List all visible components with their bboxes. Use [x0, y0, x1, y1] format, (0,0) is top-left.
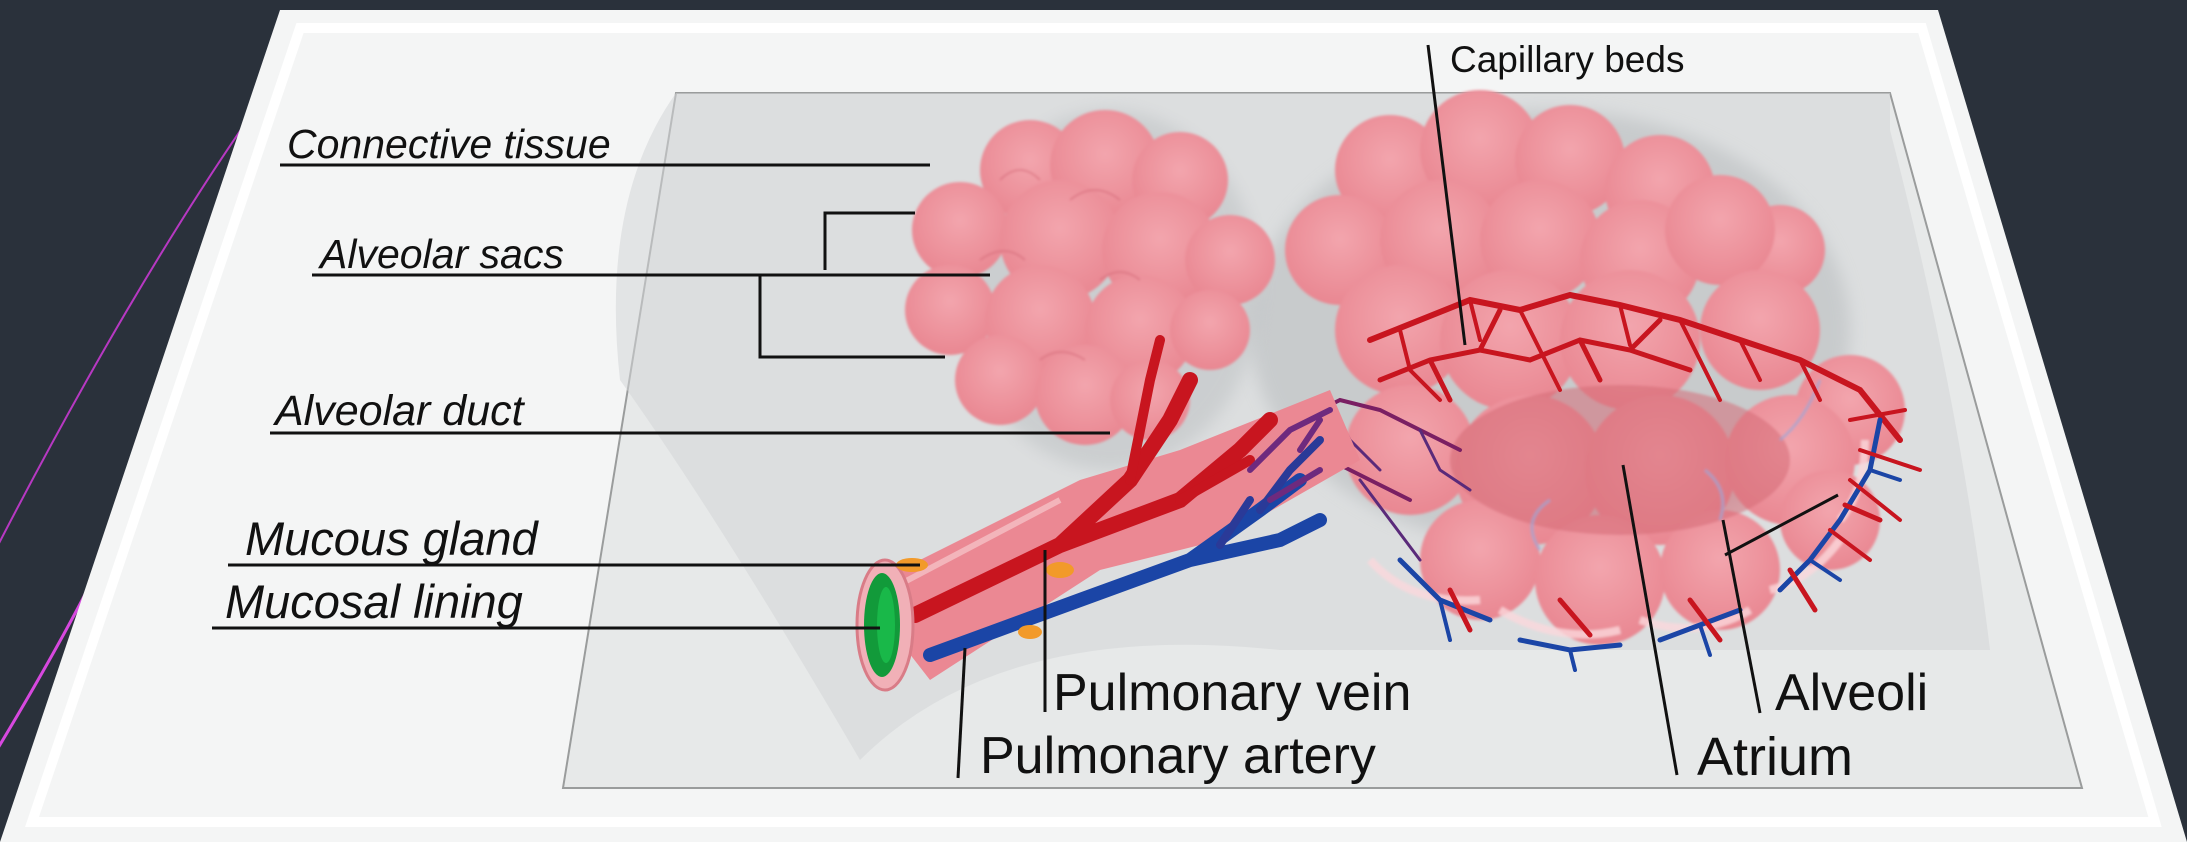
- label-pulmonary-vein: Pulmonary vein: [1053, 664, 1411, 722]
- label-atrium: Atrium: [1697, 727, 1853, 787]
- label-mucous-gland: Mucous gland: [245, 512, 539, 565]
- label-alveolar-sacs: Alveolar sacs: [317, 231, 564, 277]
- label-mucosal-lining: Mucosal lining: [225, 575, 523, 628]
- label-pulmonary-artery: Pulmonary artery: [980, 727, 1376, 785]
- label-alveoli: Alveoli: [1775, 664, 1928, 722]
- label-connective-tissue: Connective tissue: [287, 121, 611, 167]
- label-capillary-beds: Capillary beds: [1450, 39, 1684, 80]
- label-alveolar-duct: Alveolar duct: [272, 387, 526, 435]
